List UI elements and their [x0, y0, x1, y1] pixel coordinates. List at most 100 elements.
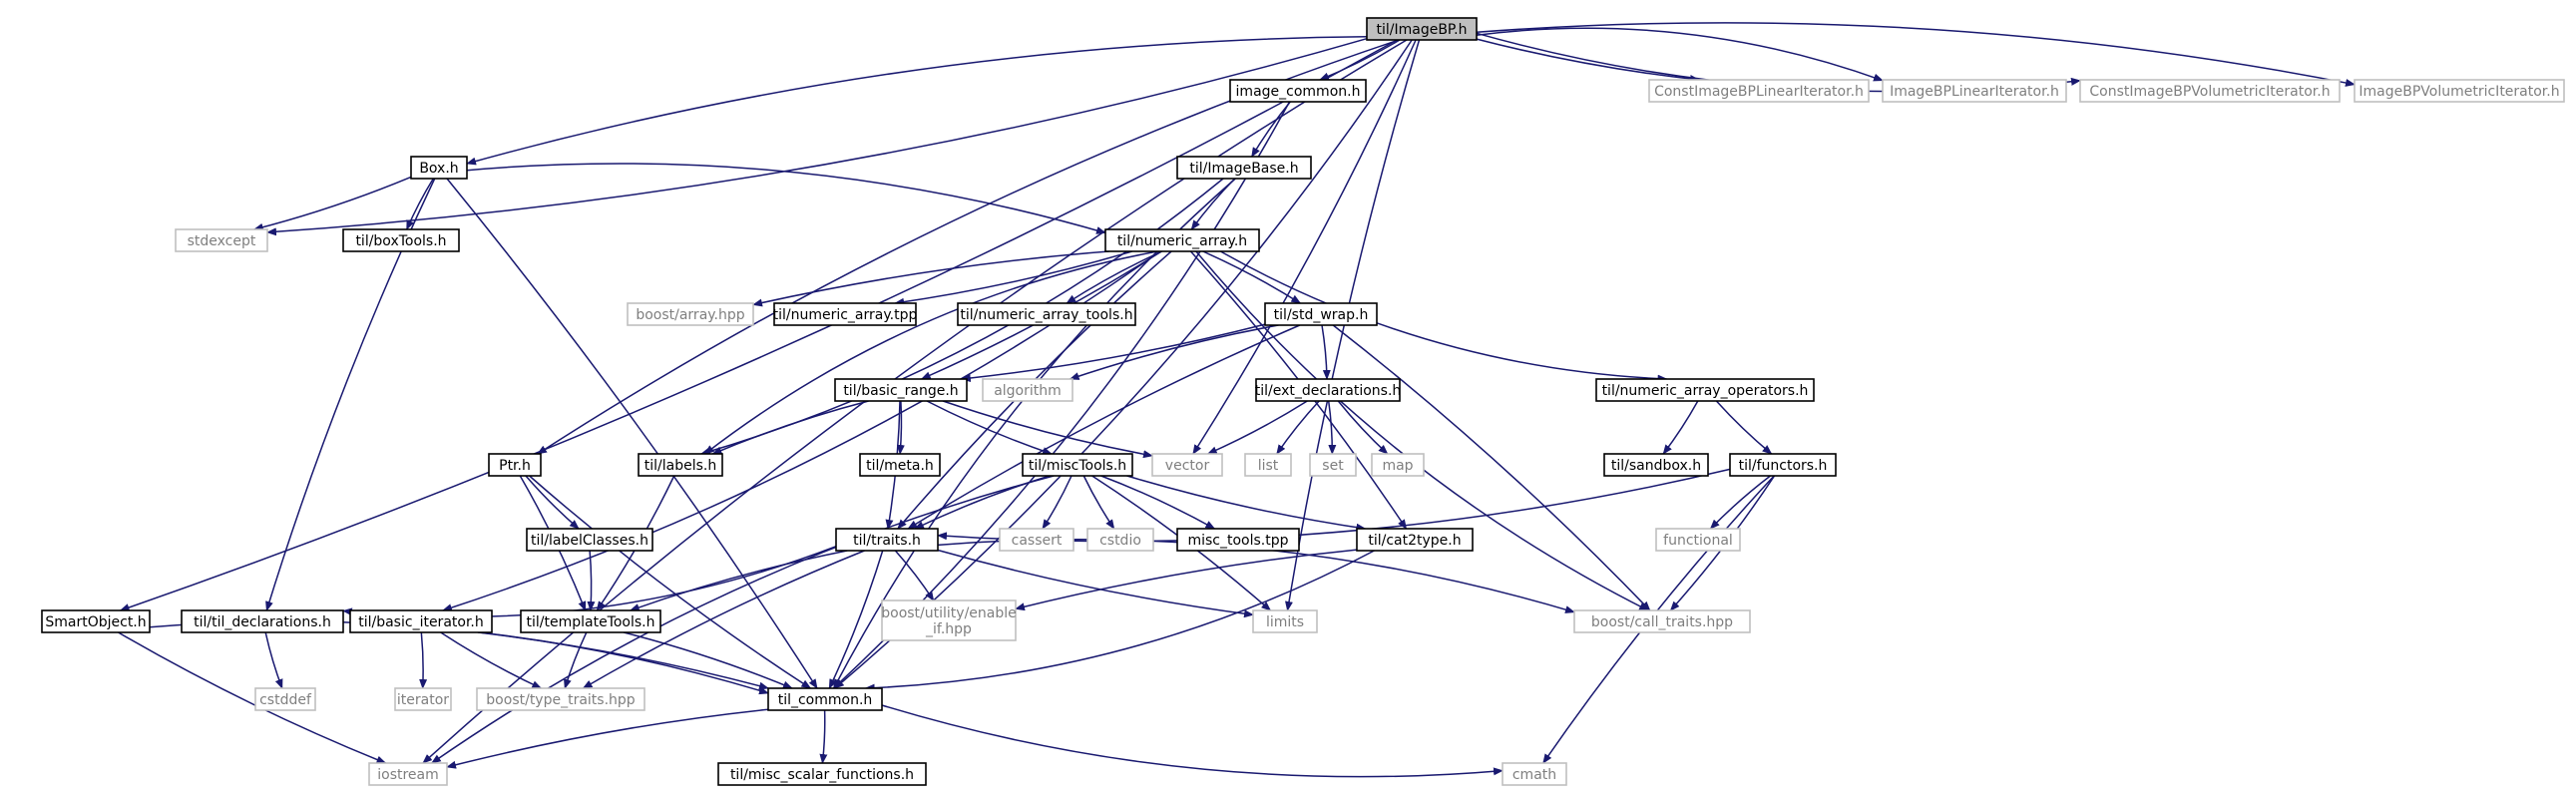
node-box-Box[interactable]	[410, 156, 468, 180]
node-label-stdexcept: stdexcept	[188, 233, 256, 249]
node-label-map: map	[1382, 458, 1413, 474]
node-cassert: cassert	[999, 528, 1074, 552]
node-box-map	[1371, 453, 1425, 477]
node-label-traits: til/traits.h	[853, 533, 921, 549]
node-box-numeric_array[interactable]	[1104, 228, 1260, 252]
edge-Box-to-numeric_array	[466, 163, 1106, 234]
node-label-til_declarations: til/til_declarations.h	[194, 614, 331, 630]
node-label-SmartObject: SmartObject.h	[45, 614, 146, 630]
node-label-cat2type: til/cat2type.h	[1368, 533, 1461, 549]
node-labels[interactable]: til/labels.h	[638, 453, 723, 477]
node-labelClasses[interactable]: til/labelClasses.h	[526, 528, 653, 552]
node-boxTools[interactable]: til/boxTools.h	[342, 228, 460, 252]
edge-basic_iterator-to-iterator	[419, 631, 428, 689]
node-basic_iterator[interactable]: til/basic_iterator.h	[349, 609, 493, 633]
node-label-numeric_array: til/numeric_array.h	[1117, 233, 1247, 249]
node-box-ImageBase[interactable]	[1176, 156, 1312, 180]
node-meta[interactable]: til/meta.h	[859, 453, 941, 477]
edge-numeric_array-to-numeric_array_tpp	[894, 250, 1133, 306]
node-misc_scalar_functions[interactable]: til/misc_scalar_functions.h	[717, 762, 927, 786]
edge-til_common-to-misc_scalar_functions	[819, 709, 828, 764]
node-ImageBase[interactable]: til/ImageBase.h	[1176, 156, 1312, 180]
node-box-image_common[interactable]	[1229, 79, 1367, 103]
edge-traits-to-type_traits	[582, 550, 865, 689]
node-numeric_array_operators[interactable]: til/numeric_array_operators.h	[1595, 378, 1815, 402]
node-box-til_common[interactable]	[767, 687, 883, 711]
node-std_wrap[interactable]: til/std_wrap.h	[1264, 302, 1378, 326]
node-numeric_array_tpp[interactable]: til/numeric_array.tpp	[773, 302, 918, 326]
node-misc_tools_tpp[interactable]: misc_tools.tpp	[1176, 528, 1300, 552]
edge-labelClasses-to-templateTools	[587, 550, 596, 611]
node-box-numeric_array_operators[interactable]	[1595, 378, 1815, 402]
node-ImageBP[interactable]: til/ImageBP.h	[1366, 17, 1478, 41]
node-numeric_array_tools[interactable]: til/numeric_array_tools.h	[957, 302, 1136, 326]
node-Ptr[interactable]: Ptr.h	[488, 453, 542, 477]
node-box-miscTools[interactable]	[1022, 453, 1133, 477]
edge-ext_declarations-to-map	[1337, 400, 1389, 455]
node-box-set	[1309, 453, 1357, 477]
edge-miscTools-to-cat2type	[1126, 475, 1367, 532]
node-basic_range[interactable]: til/basic_range.h	[834, 378, 968, 402]
node-box-misc_scalar_functions[interactable]	[717, 762, 927, 786]
node-box-labels[interactable]	[638, 453, 723, 477]
edge-Ptr-to-til_common	[529, 475, 812, 689]
node-box-labelClasses[interactable]	[526, 528, 653, 552]
node-stdexcept: stdexcept	[175, 228, 268, 252]
node-functors[interactable]: til/functors.h	[1729, 453, 1837, 477]
edge-numeric_array-to-labels	[703, 250, 1158, 455]
node-box-std_wrap[interactable]	[1264, 302, 1378, 326]
node-functional: functional	[1655, 528, 1741, 552]
node-image_common[interactable]: image_common.h	[1229, 79, 1367, 103]
node-box-boxTools[interactable]	[342, 228, 460, 252]
node-traits[interactable]: til/traits.h	[835, 528, 939, 552]
edge-ImageBP-to-image_common	[1319, 39, 1401, 81]
node-label-image_common: image_common.h	[1236, 84, 1361, 100]
node-ext_declarations[interactable]: til/ext_declarations.h	[1255, 378, 1402, 402]
node-box-basic_range[interactable]	[834, 378, 968, 402]
node-numeric_array[interactable]: til/numeric_array.h	[1104, 228, 1260, 252]
node-box-cmath	[1502, 762, 1567, 786]
edge-til_common-to-cmath	[881, 704, 1503, 778]
node-box-iterator	[394, 687, 452, 711]
node-templateTools[interactable]: til/templateTools.h	[520, 609, 661, 633]
node-box-SmartObject[interactable]	[41, 609, 151, 633]
node-sandbox[interactable]: til/sandbox.h	[1603, 453, 1709, 477]
node-box-functors[interactable]	[1729, 453, 1837, 477]
node-box-meta[interactable]	[859, 453, 941, 477]
node-label-Ptr: Ptr.h	[499, 458, 531, 474]
node-Box[interactable]: Box.h	[410, 156, 468, 180]
edge-numeric_array-to-numeric_array_operators	[1220, 250, 1668, 383]
node-box-numeric_array_tools[interactable]	[957, 302, 1136, 326]
edge-ImageBP-to-til_common	[834, 39, 1413, 689]
node-box-til_declarations[interactable]	[181, 609, 344, 633]
node-label-iostream: iostream	[377, 767, 439, 783]
node-label-meta: til/meta.h	[866, 458, 934, 474]
node-SmartObject[interactable]: SmartObject.h	[41, 609, 151, 633]
node-label-limits: limits	[1266, 614, 1304, 630]
node-box-templateTools[interactable]	[520, 609, 661, 633]
node-cat2type[interactable]: til/cat2type.h	[1356, 528, 1474, 552]
node-label-miscTools: til/miscTools.h	[1029, 458, 1126, 474]
node-label-ConstImageBPVolumetricIterator: ConstImageBPVolumetricIterator.h	[2089, 84, 2330, 100]
edge-ext_declarations-to-vector	[1206, 400, 1308, 455]
node-type_traits: boost/type_traits.hpp	[476, 687, 645, 711]
node-box-sandbox[interactable]	[1603, 453, 1709, 477]
node-box-traits[interactable]	[835, 528, 939, 552]
edge-ImageBP-to-Box	[466, 36, 1368, 166]
node-box-ImageBP[interactable]	[1366, 17, 1478, 41]
node-box-misc_tools_tpp[interactable]	[1176, 528, 1300, 552]
node-box-Ptr[interactable]	[488, 453, 542, 477]
node-miscTools[interactable]: til/miscTools.h	[1022, 453, 1133, 477]
node-til_common[interactable]: til_common.h	[767, 687, 883, 711]
node-box-ext_declarations[interactable]	[1255, 378, 1401, 402]
edge-SmartObject-to-iostream	[118, 631, 387, 764]
edge-Box-to-til_common	[446, 178, 818, 689]
node-box-numeric_array_tpp[interactable]	[773, 302, 917, 326]
edge-std_wrap-to-ext_declarations	[1321, 324, 1331, 380]
edge-numeric_array-to-boost_array	[752, 250, 1109, 307]
node-box-basic_iterator[interactable]	[349, 609, 493, 633]
node-box-cat2type[interactable]	[1356, 528, 1474, 552]
node-label-Box: Box.h	[419, 161, 458, 177]
node-til_declarations[interactable]: til/til_declarations.h	[181, 609, 344, 633]
node-boost_array: boost/array.hpp	[627, 302, 754, 326]
